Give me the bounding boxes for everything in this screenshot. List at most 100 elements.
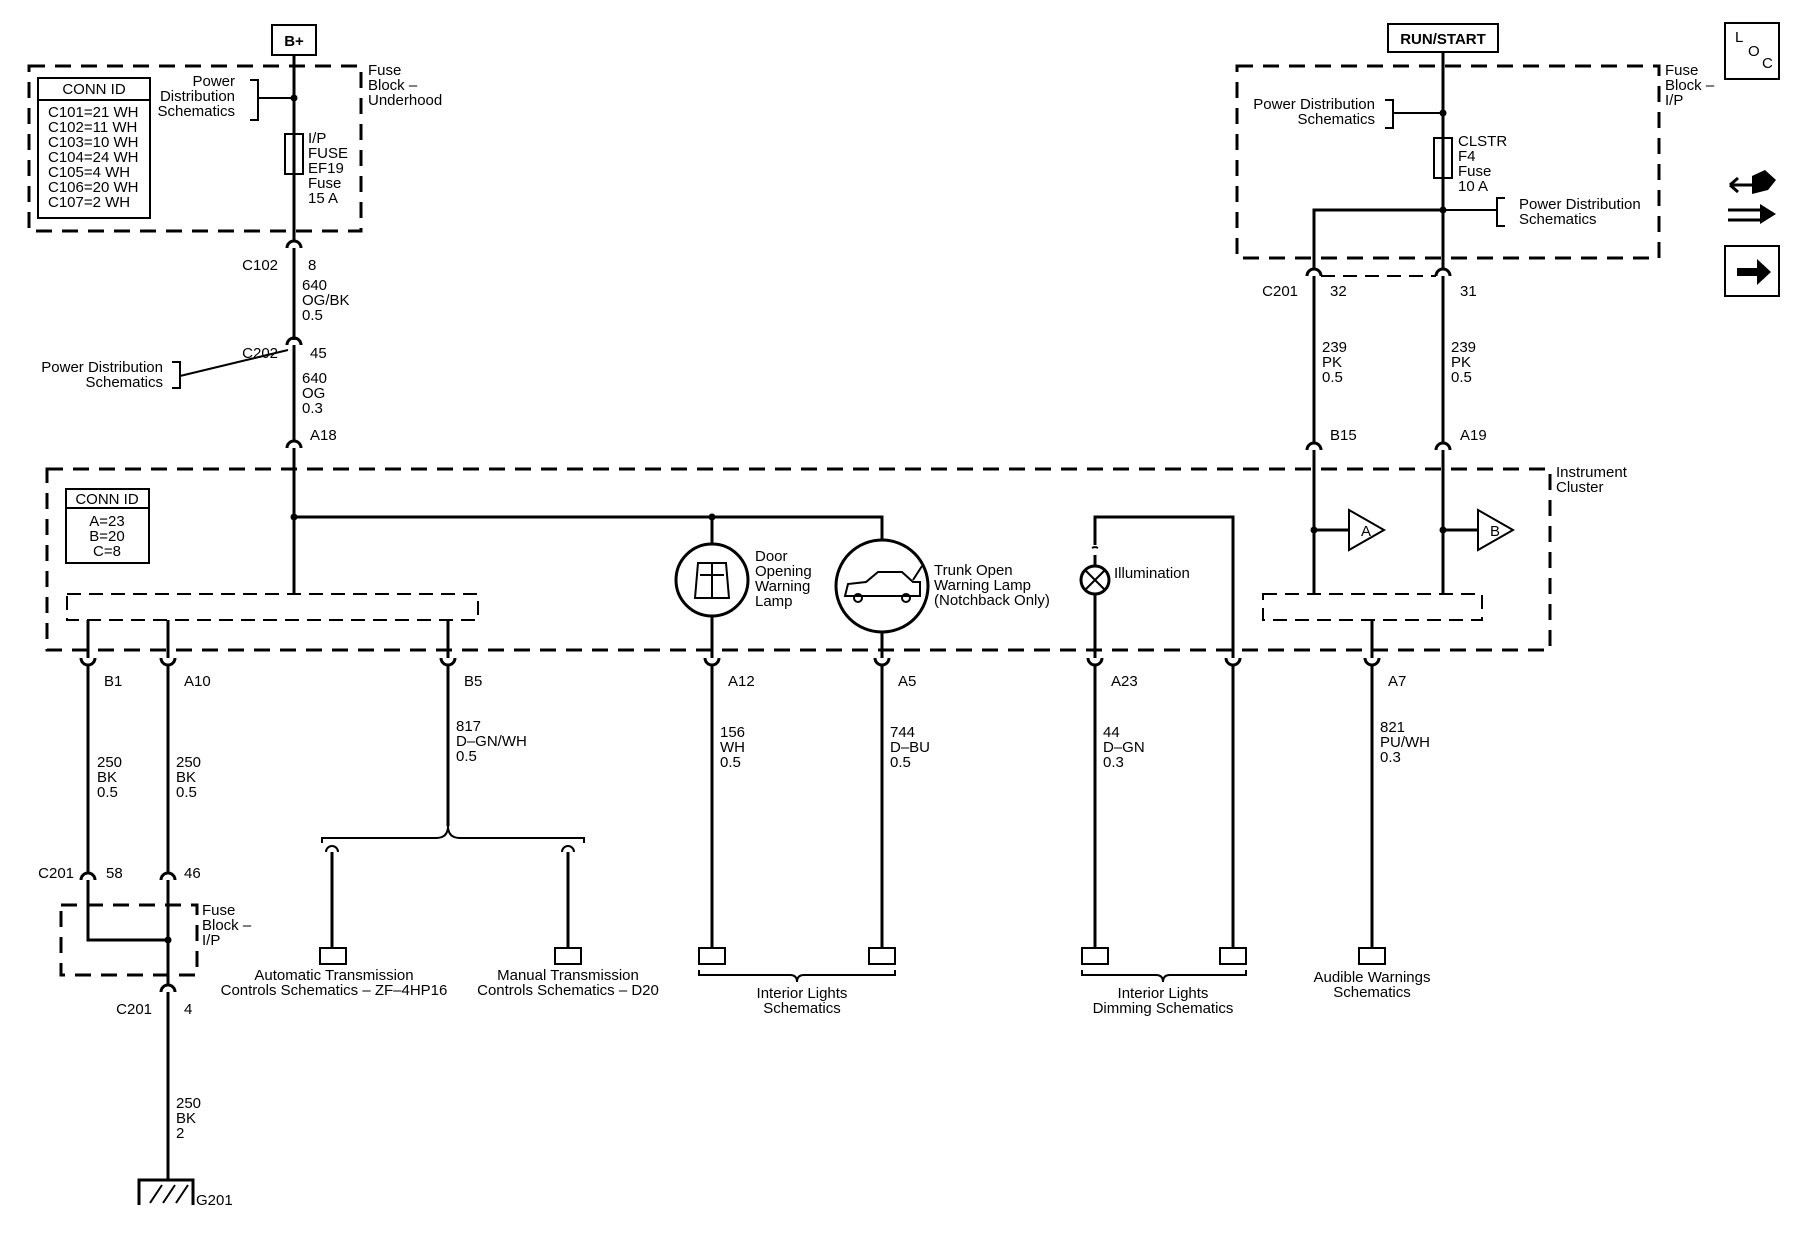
pin-b1: B1 [104,673,122,690]
wire-ground-1: 250 [176,1095,201,1112]
door-lamp-label-3: Warning [755,578,810,595]
conn-row-c103: C103=10 WH [48,134,138,151]
a19-connector-icon [1434,441,1452,451]
fuse-block-ip-label-1: Fuse [1665,62,1698,79]
door-lamp-label-4: Lamp [755,593,793,610]
interior-lights-connector-a12-icon [698,947,726,965]
wire-a7-2: PU/WH [1380,734,1430,751]
fuse-ef19-icon [284,133,304,175]
bplus-label: B+ [284,33,304,50]
conn-row-c101: C101=21 WH [48,104,138,121]
fuse-block-ip-label-3: I/P [1665,92,1683,109]
c201-pin46-connector-icon [159,871,177,881]
c201-pin-46: 46 [184,865,201,882]
conn-id-table-cluster [65,488,150,564]
fuse-ef19-text-2: FUSE [308,145,348,162]
wire-a23-1: 44 [1103,724,1120,741]
c201-ground-bottom-label: C201 [116,1001,152,1018]
wire-239-pk-a-3: 0.5 [1322,369,1343,386]
trunk-lamp-label-2: Warning Lamp [934,577,1031,594]
next-page-arrow-icon[interactable] [1724,245,1780,297]
pin-b5: B5 [464,673,482,690]
fuse-clstr-text-3: Fuse [1458,163,1491,180]
reference-b-triangle-icon [1477,508,1516,552]
wire-a5-3: 0.5 [890,754,911,771]
wire-a10-1: 250 [176,754,201,771]
conn-id-table-underhood [37,77,151,219]
conn-row-c107: C107=2 WH [48,194,130,211]
pin-a23: A23 [1111,673,1138,690]
wire-ground-3: 2 [176,1125,184,1142]
interior-lights-dest-1[interactable]: Interior Lights [757,985,848,1002]
wire-239-pk-b-1: 239 [1451,339,1476,356]
reference-b-label: B [1490,523,1500,540]
wire-a12-1: 156 [720,724,745,741]
c201-ground-top-label: C201 [38,865,74,882]
c202-label: C202 [242,345,278,362]
wire-b1-2: BK [97,769,117,786]
harness-view-icon[interactable] [1728,170,1776,224]
c102-connector-icon [285,239,303,249]
trunk-open-lamp-icon [834,538,930,634]
c102-label: C102 [242,257,278,274]
conn-row-c106: C106=20 WH [48,179,138,196]
wire-239-pk-a-2: PK [1322,354,1342,371]
wire-a23-3: 0.3 [1103,754,1124,771]
trunk-lamp-label-3: (Notchback Only) [934,592,1050,609]
conn-row-c104: C104=24 WH [48,149,138,166]
wire-640-og-1: 640 [302,370,327,387]
reference-a-triangle-icon [1348,508,1387,552]
c202-connector-icon [285,336,303,346]
pds-ip-right-1: Power Distribution [1519,196,1641,213]
instrument-cluster-label-1: Instrument [1556,464,1628,481]
reference-a-label: A [1361,523,1371,540]
manual-trans-dest-2[interactable]: Controls Schematics – D20 [477,982,659,999]
audible-dest-1[interactable]: Audible Warnings [1313,969,1430,986]
wire-640-ogbk-1: 640 [302,277,327,294]
b15-connector-icon [1305,441,1323,451]
wire-640-og-3: 0.3 [302,400,323,417]
wire-b5-3: 0.5 [456,748,477,765]
interior-dimming-dest-2[interactable]: Dimming Schematics [1093,1000,1234,1017]
output-connectors [79,657,1381,667]
interior-dimming-dest-1[interactable]: Interior Lights [1118,985,1209,1002]
fuse-ef19-text-1: I/P [308,130,326,147]
pds-c202-2: Schematics [85,374,163,391]
location-view-icon[interactable]: L O C [1724,22,1780,80]
wire-ground-2: BK [176,1110,196,1127]
wire-a5-1: 744 [890,724,915,741]
fuse-block-underhood-outline [27,64,363,233]
c201-pin-4: 4 [184,1001,192,1018]
pin-a19: A19 [1460,427,1487,444]
instrument-cluster-label-2: Cluster [1556,479,1604,496]
ground-g201-icon [137,1178,195,1205]
fuse-block-ip-outline [1235,64,1661,260]
wire-640-og-2: OG [302,385,325,402]
c201-pin58-connector-icon [79,871,97,881]
fuse-block-underhood-label-3: Underhood [368,92,442,109]
wire-a7-1: 821 [1380,719,1405,736]
ground-g201-label: G201 [196,1192,233,1209]
a18-connector-icon [285,439,303,449]
manual-trans-dest-1[interactable]: Manual Transmission [497,967,639,984]
auto-trans-dest-1[interactable]: Automatic Transmission [254,967,413,984]
pds-c202-1: Power Distribution [41,359,163,376]
pin-b15: B15 [1330,427,1357,444]
audible-dest-2[interactable]: Schematics [1333,984,1411,1001]
run-start-label: RUN/START [1400,31,1486,48]
fuse-clstr-text-4: 10 A [1458,178,1488,195]
svg-text:O: O [1748,43,1760,60]
interior-lights-dest-2[interactable]: Schematics [763,1000,841,1017]
illumination-label: Illumination [1114,565,1190,582]
door-lamp-label-1: Door [755,548,788,565]
auto-trans-dest-2[interactable]: Controls Schematics – ZF–4HP16 [221,982,448,999]
wire-a10-2: BK [176,769,196,786]
fuse-block-ip-ground-2: Block – [202,917,252,934]
conn-row-c102: C102=11 WH [48,119,137,136]
pin-a7: A7 [1388,673,1406,690]
conn-row-a: A=23 [89,513,124,530]
pds-underhood-1: Power [192,73,235,90]
wire-a12-2: WH [720,739,745,756]
internal-circuit-right [1262,593,1483,621]
